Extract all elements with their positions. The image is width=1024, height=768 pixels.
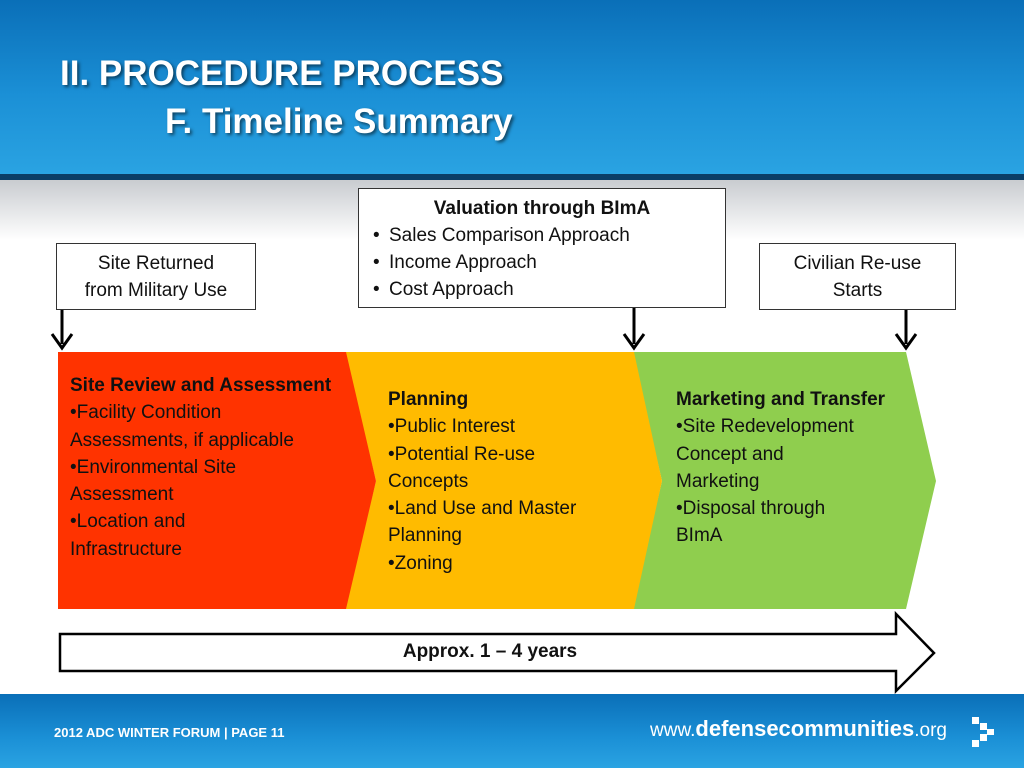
phase-line: •Public Interest <box>388 416 516 438</box>
footer-page-label: 2012 ADC WINTER FORUM | PAGE 11 <box>54 725 285 740</box>
callout-site-returned: Site Returned from Military Use <box>56 243 256 310</box>
phase-line: Infrastructure <box>70 538 182 560</box>
callout-line: Site Returned <box>97 253 215 274</box>
phase-chevron-planning <box>344 352 662 609</box>
phase-line: •Land Use and Master <box>388 498 577 520</box>
callout-line: Starts <box>832 280 883 301</box>
phase-line: Assessments, if applicable <box>70 429 294 451</box>
phase-chevron-marketing <box>632 352 936 609</box>
phase-heading: Planning <box>388 389 469 410</box>
phase-site-review: Site Review and Assessment •Facility Con… <box>70 372 350 563</box>
phase-marketing: Marketing and Transfer •Site Redevelopme… <box>676 386 916 550</box>
list-item: Income Approach <box>367 249 717 276</box>
phase-heading: Site Review and Assessment <box>70 375 332 396</box>
site-domain: defensecommunities <box>695 716 915 741</box>
callout-valuation: Valuation through BImA Sales Comparison … <box>358 188 726 308</box>
down-arrow-icon <box>622 308 646 351</box>
list-item: Cost Approach <box>367 276 717 303</box>
phase-line: BImA <box>676 525 723 547</box>
valuation-heading: Valuation through BImA <box>433 198 651 219</box>
footer-band <box>0 694 1024 768</box>
phase-line: Assessment <box>70 484 174 506</box>
callout-line: Civilian Re-use <box>793 253 922 274</box>
down-arrow-icon <box>50 310 74 351</box>
callout-civilian-reuse: Civilian Re-use Starts <box>759 243 956 310</box>
phase-line: Concepts <box>388 470 469 492</box>
site-suffix: .org <box>914 720 947 741</box>
valuation-list: Sales Comparison Approach Income Approac… <box>367 222 717 303</box>
website-link[interactable]: www.defensecommunities.org <box>650 716 947 742</box>
header-band <box>0 0 1024 174</box>
phase-line: •Zoning <box>388 552 453 574</box>
chevron-logo-icon <box>972 717 994 747</box>
site-prefix: www. <box>650 720 696 741</box>
phase-line: Planning <box>388 525 462 547</box>
phase-line: •Disposal through <box>676 498 826 520</box>
callout-line: from Military Use <box>84 280 228 301</box>
phase-planning: Planning •Public Interest •Potential Re-… <box>388 386 638 577</box>
phase-line: Marketing <box>676 470 760 492</box>
phase-line: Concept and <box>676 443 784 465</box>
header-divider <box>0 174 1024 180</box>
timeline-arrow <box>58 610 936 695</box>
phase-line: •Facility Condition <box>70 402 222 424</box>
list-item: Sales Comparison Approach <box>367 222 717 249</box>
slide-subtitle: F. Timeline Summary <box>165 102 513 141</box>
phase-line: •Location and <box>70 511 186 533</box>
down-arrow-icon <box>894 310 918 351</box>
slide-title: II. PROCEDURE PROCESS <box>60 54 504 93</box>
phase-line: •Site Redevelopment <box>676 416 854 438</box>
duration-label: Approx. 1 – 4 years <box>402 641 578 662</box>
phase-line: •Potential Re-use <box>388 443 536 465</box>
phase-chevron-site-review <box>58 352 376 609</box>
phase-line: •Environmental Site <box>70 456 237 478</box>
phase-heading: Marketing and Transfer <box>676 389 886 410</box>
